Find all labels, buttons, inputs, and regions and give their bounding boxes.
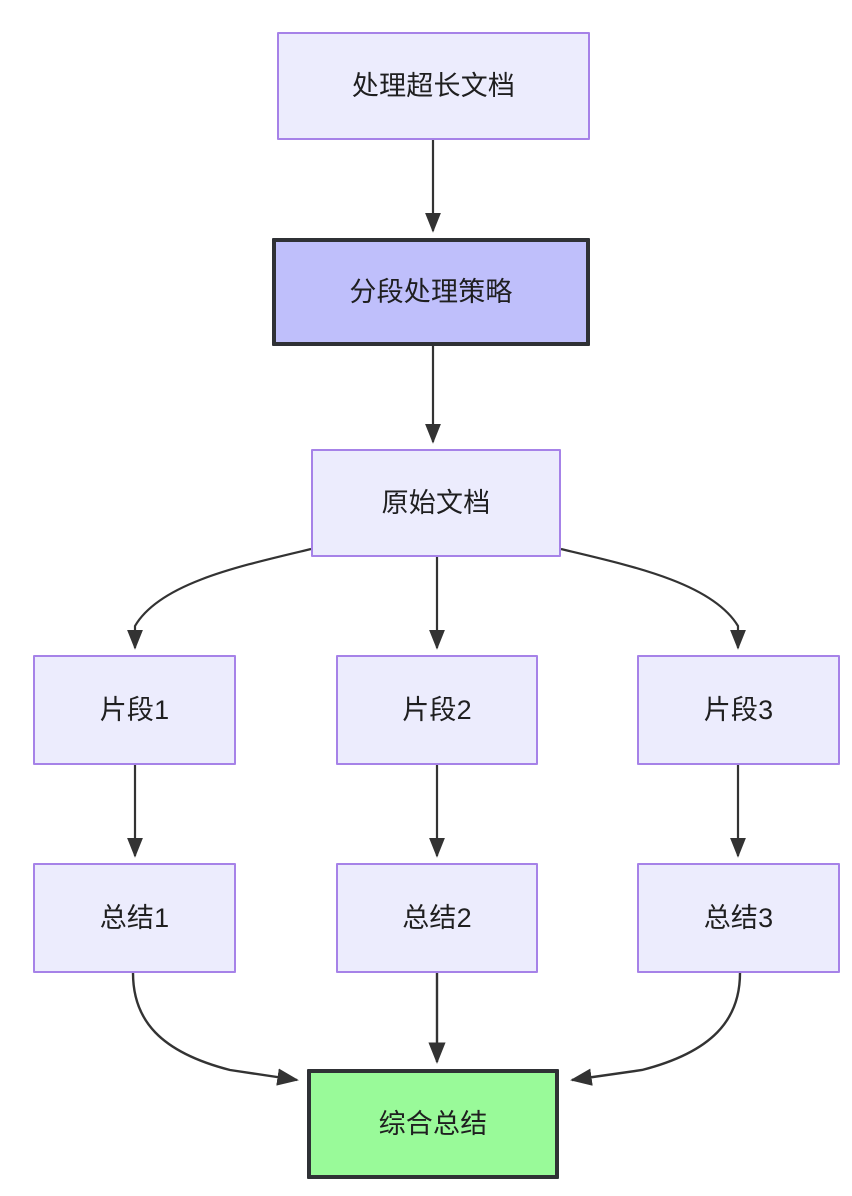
node-summary-1[interactable]: 总结1 xyxy=(33,863,236,973)
node-summary-2[interactable]: 总结2 xyxy=(336,863,538,973)
node-label: 处理超长文档 xyxy=(351,70,516,101)
edge-n7-n10 xyxy=(131,972,299,1086)
node-label: 总结3 xyxy=(703,902,774,933)
node-label: 片段3 xyxy=(703,694,774,725)
node-segment-1[interactable]: 片段1 xyxy=(33,655,236,765)
node-process-long-document[interactable]: 处理超长文档 xyxy=(277,32,590,140)
node-label: 原始文档 xyxy=(381,487,491,518)
node-summary-3[interactable]: 总结3 xyxy=(637,863,840,973)
node-label: 总结2 xyxy=(402,902,472,933)
node-chunking-strategy[interactable]: 分段处理策略 xyxy=(272,238,590,346)
node-segment-2[interactable]: 片段2 xyxy=(336,655,538,765)
edge-n3-n4 xyxy=(127,547,312,650)
node-label: 综合总结 xyxy=(378,1108,488,1139)
node-comprehensive-summary[interactable]: 综合总结 xyxy=(307,1069,559,1179)
edge-n3-n6 xyxy=(560,547,746,650)
node-label: 片段2 xyxy=(402,694,472,725)
node-label: 片段1 xyxy=(99,694,170,725)
node-original-document[interactable]: 原始文档 xyxy=(311,449,561,557)
node-label: 总结1 xyxy=(99,902,170,933)
node-label: 分段处理策略 xyxy=(349,276,513,307)
node-segment-3[interactable]: 片段3 xyxy=(637,655,840,765)
edge-n9-n10 xyxy=(570,972,742,1086)
